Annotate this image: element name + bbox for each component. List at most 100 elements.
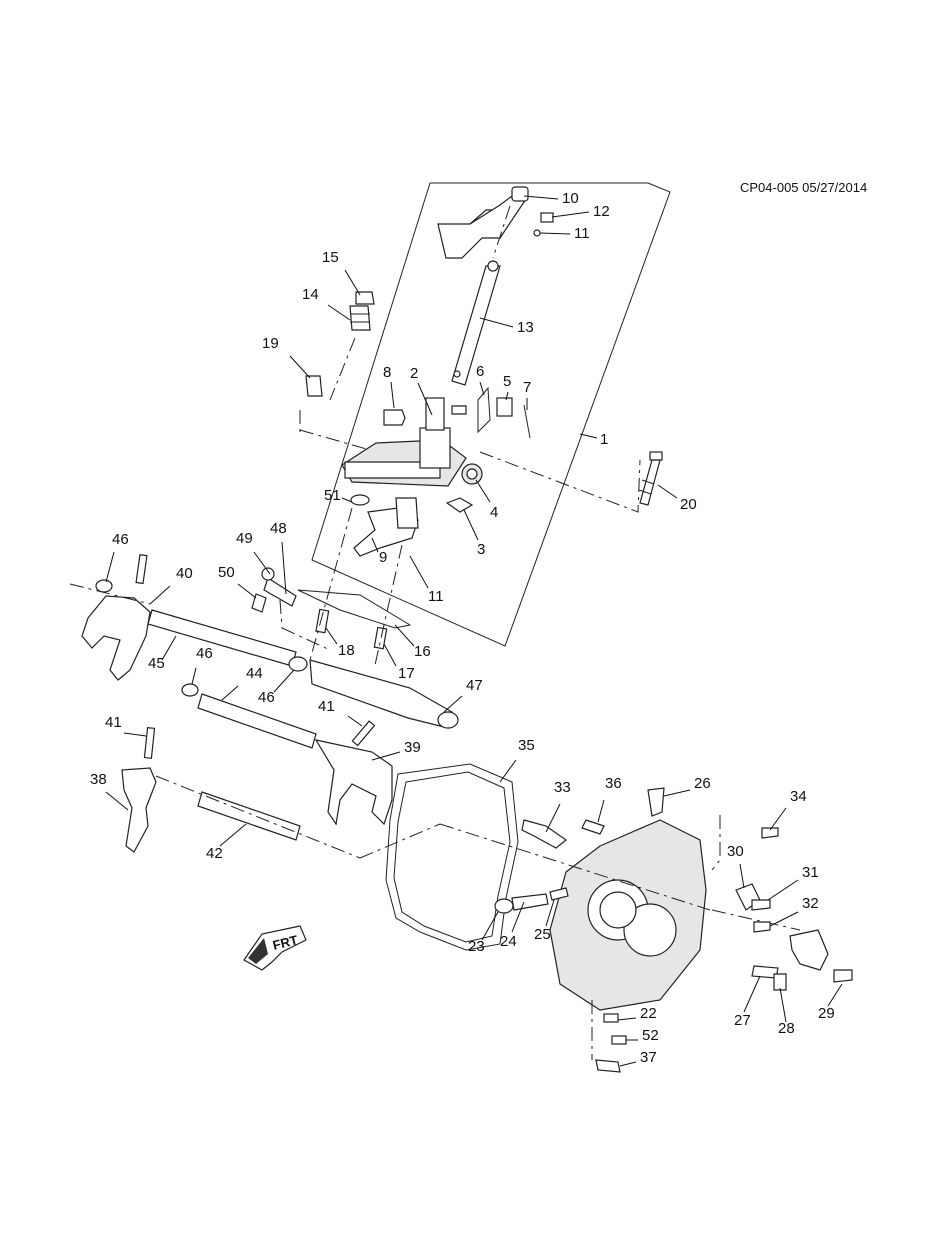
callout-leader-line: [191, 667, 197, 685]
part-callout-4: 4: [490, 504, 498, 521]
part-callout-47: 47: [466, 677, 483, 694]
callout-leader-line: [739, 863, 745, 889]
callout-leader-line: [479, 381, 485, 396]
callout-leader-line: [479, 317, 514, 328]
part-callout-22: 22: [640, 1005, 657, 1022]
part-callout-41: 41: [318, 698, 335, 715]
part-callout-49: 49: [236, 530, 253, 547]
case-hardware: [494, 787, 853, 1073]
callout-leader-line: [149, 585, 171, 605]
callout-leader-line: [409, 555, 429, 589]
part-callout-42: 42: [206, 845, 223, 862]
part-callout-45: 45: [148, 655, 165, 672]
part-callout-38: 38: [90, 771, 107, 788]
callout-leader-line: [657, 484, 678, 499]
callout-leader-line: [617, 1017, 637, 1021]
callout-leader-line: [551, 211, 590, 218]
part-callout-48: 48: [270, 520, 287, 537]
transmission-case: [439, 819, 801, 1011]
callout-leader-line: [417, 382, 433, 416]
part-callout-15: 15: [322, 249, 339, 266]
callout-leader-line: [827, 983, 843, 1007]
callout-leader-line: [743, 975, 761, 1013]
small-parts-48-50: [251, 567, 297, 613]
part-callout-35: 35: [518, 737, 535, 754]
part-callout-5: 5: [503, 373, 511, 390]
part-callout-29: 29: [818, 1005, 835, 1022]
callout-leader-line: [523, 195, 559, 200]
part-callout-11: 11: [428, 588, 444, 605]
callout-leader-line: [390, 381, 395, 409]
part-callout-27: 27: [734, 1012, 751, 1029]
part-callout-28: 28: [778, 1020, 795, 1037]
callout-leader-line: [769, 911, 799, 927]
callout-leader-line: [511, 901, 525, 933]
part-callout-37: 37: [640, 1049, 657, 1066]
callout-leader-line: [769, 807, 787, 831]
bolt-20: [479, 451, 663, 513]
front-direction-arrow: FRT: [243, 925, 307, 971]
callout-leader-line: [281, 541, 287, 595]
part-callout-46: 46: [112, 531, 129, 548]
callout-leader-line: [539, 232, 571, 235]
callout-leader-line: [505, 391, 509, 401]
callout-leader-line: [481, 911, 499, 941]
part-callout-39: 39: [404, 739, 421, 756]
part-callout-16: 16: [414, 643, 431, 660]
upper-shift-rail: [69, 554, 459, 729]
part-callout-50: 50: [218, 564, 235, 581]
callout-leader-line: [105, 791, 129, 811]
part-callout-3: 3: [477, 541, 485, 558]
callout-leader-line: [237, 583, 257, 599]
part-callout-14: 14: [302, 286, 319, 303]
part-callout-44: 44: [246, 665, 263, 682]
part-callout-7: 7: [523, 379, 531, 396]
part-callout-52: 52: [642, 1027, 659, 1044]
callout-leader-line: [344, 269, 361, 296]
part-callout-6: 6: [476, 363, 484, 380]
part-callout-46: 46: [258, 689, 275, 706]
part-callout-8: 8: [383, 364, 391, 381]
callout-leader-line: [475, 479, 491, 503]
part-callout-9: 9: [379, 549, 387, 566]
callout-leader-line: [253, 551, 271, 575]
callout-leader-line: [327, 304, 351, 321]
callout-leader-line: [663, 789, 691, 797]
callout-leader-line: [347, 715, 363, 727]
part-callout-24: 24: [500, 933, 517, 950]
lower-left-fork-rail: [121, 727, 441, 859]
part-callout-17: 17: [398, 665, 415, 682]
callout-leader-line: [221, 685, 239, 701]
front-direction-label: FRT: [271, 932, 299, 953]
part-callout-32: 32: [802, 895, 819, 912]
callout-leader-line: [619, 1061, 637, 1067]
callout-leader-line: [341, 497, 353, 503]
callout-leader-line: [273, 669, 295, 693]
part-callout-41: 41: [105, 714, 122, 731]
callout-leader-line: [161, 635, 177, 661]
shift-lever-assembly: [437, 186, 554, 386]
part-callout-20: 20: [680, 496, 697, 513]
lower-shift-rail: [181, 683, 393, 826]
callout-leader-line: [105, 551, 115, 583]
callout-leader-line: [289, 355, 311, 379]
part-callout-23: 23: [468, 938, 485, 955]
part-callout-26: 26: [694, 775, 711, 792]
detent-parts-upper-left: [299, 291, 375, 451]
callout-leader-line: [767, 879, 799, 901]
callout-leader-line: [779, 987, 787, 1023]
shift-control-panel-outline: [311, 182, 671, 647]
part-callout-30: 30: [727, 843, 744, 860]
callout-leader-line: [463, 509, 479, 541]
part-callout-19: 19: [262, 335, 279, 352]
callout-leader-line: [383, 643, 397, 667]
callout-leader-line: [394, 624, 415, 647]
part-callout-51: 51: [324, 487, 341, 504]
callout-leader-line: [123, 732, 147, 737]
callout-leaders: [105, 195, 843, 1067]
part-callout-11: 11: [574, 225, 590, 242]
part-callout-13: 13: [517, 319, 534, 336]
part-callout-2: 2: [410, 365, 418, 382]
